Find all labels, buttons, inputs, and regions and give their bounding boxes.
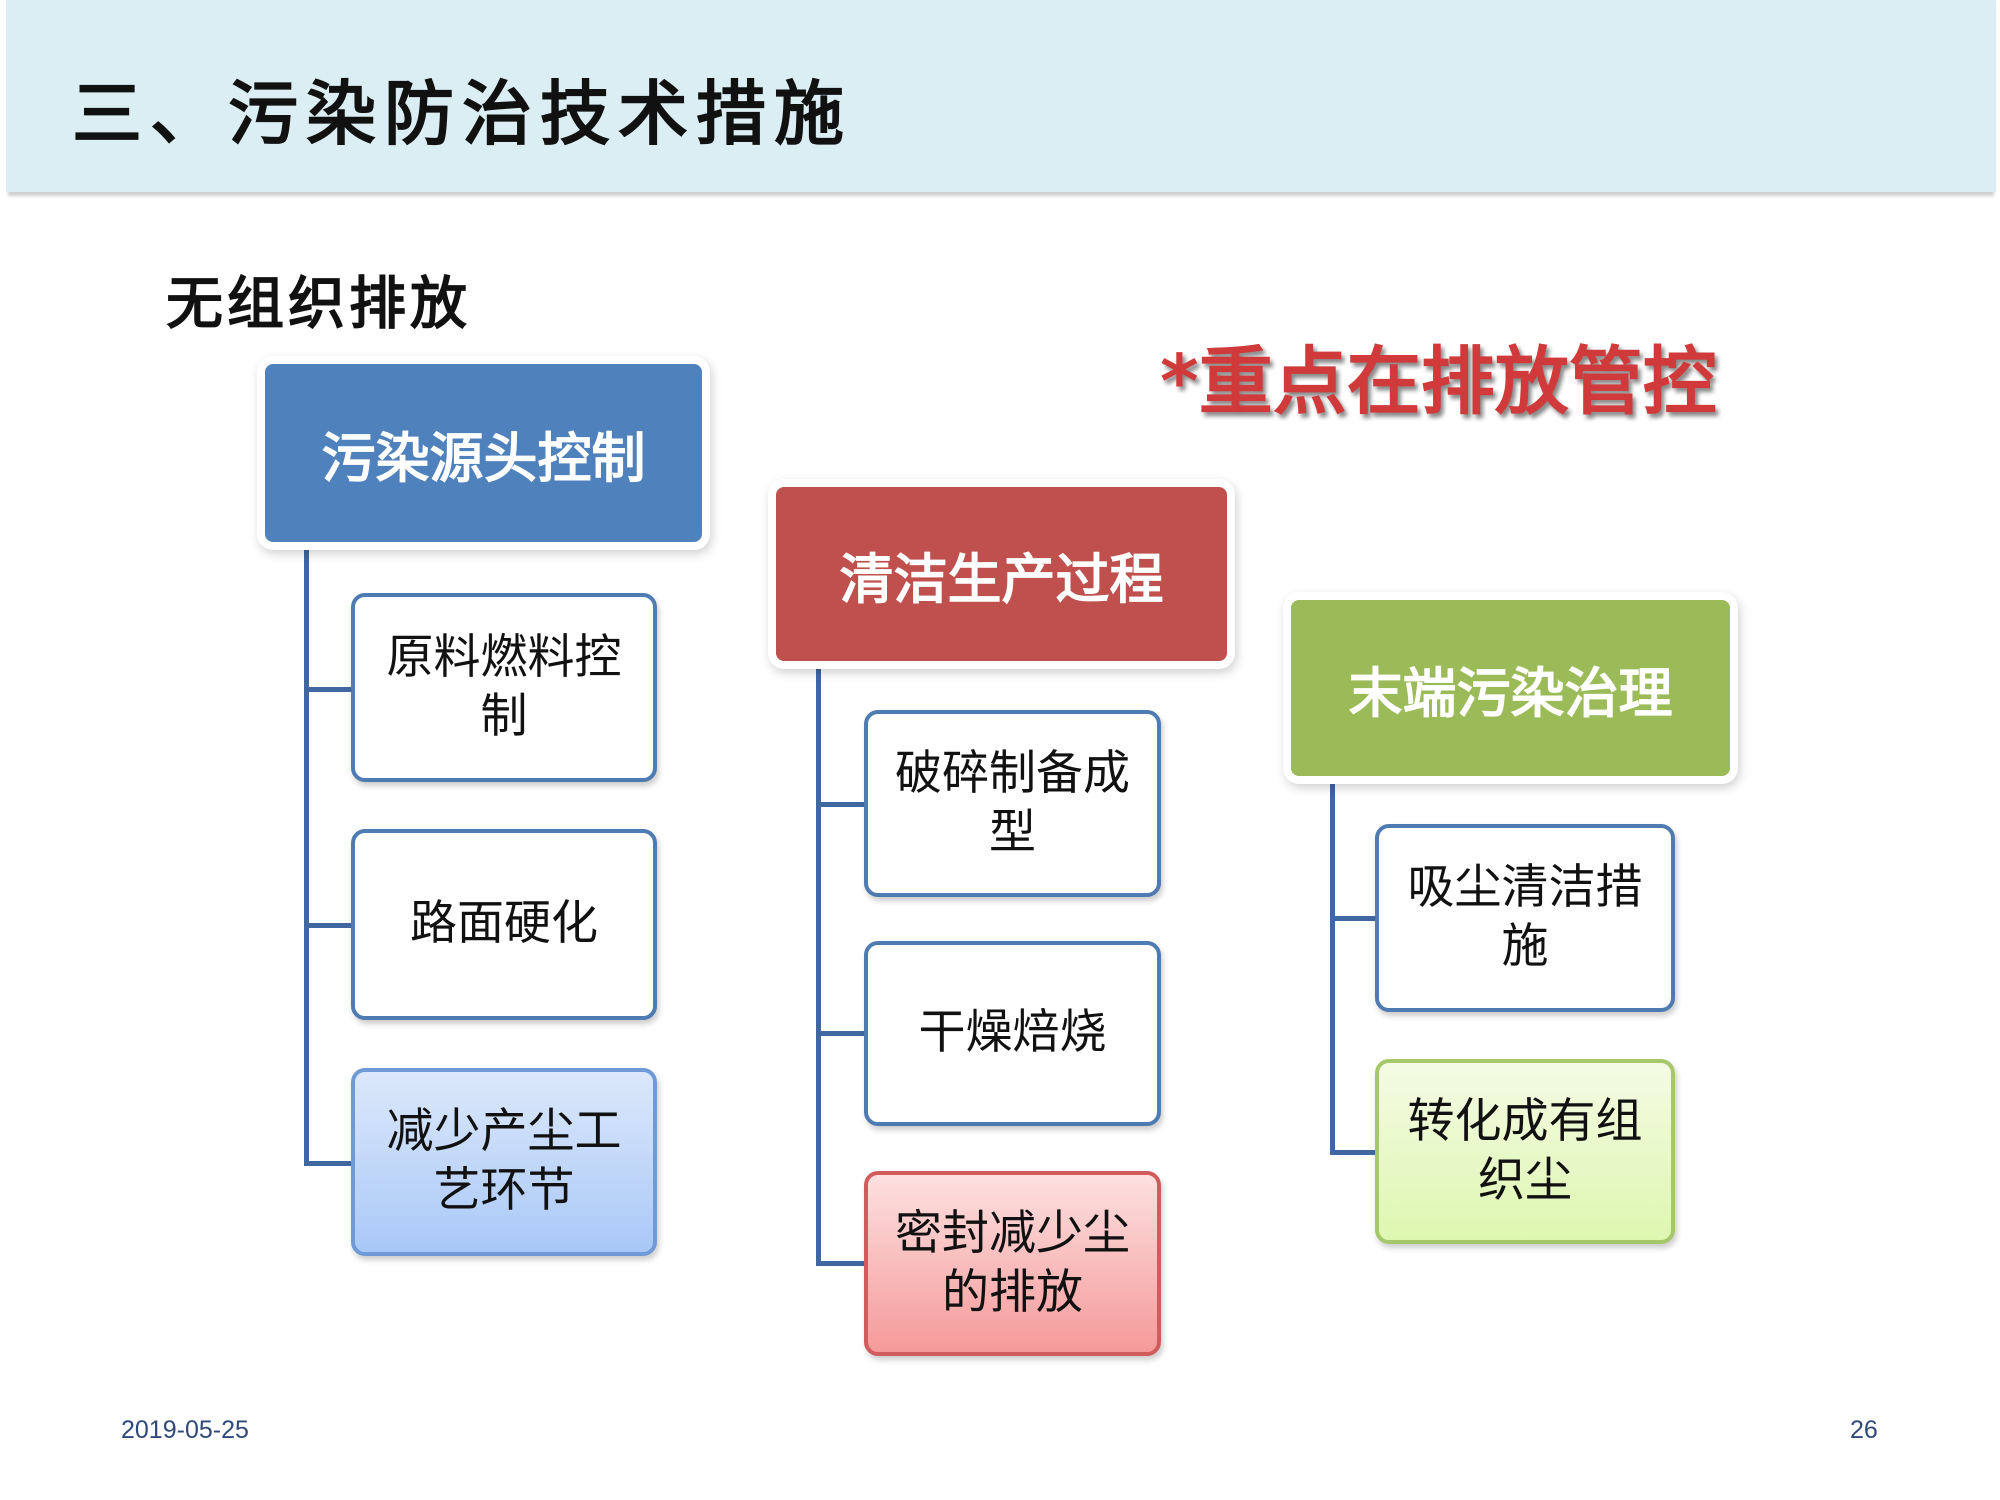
connector-arm: [1330, 916, 1377, 921]
group-header-source-control: 污染源头控制: [265, 364, 702, 542]
connector-arm: [304, 923, 352, 928]
section-subtitle: 无组织排放: [166, 270, 471, 337]
item-convert-organized-dust: 转化成有组织尘: [1375, 1059, 1675, 1244]
title-banner: [6, 0, 1996, 192]
connector-line: [304, 542, 309, 1166]
connector-arm: [304, 1161, 352, 1166]
item-crushing-forming: 破碎制备成型: [864, 710, 1161, 897]
group-header-end-treatment: 末端污染治理: [1291, 600, 1730, 776]
connector-arm: [816, 802, 866, 807]
item-road-hardening: 路面硬化: [351, 829, 657, 1020]
item-reduce-dust-process: 减少产尘工艺环节: [351, 1068, 657, 1256]
highlight-note: *重点在排放管控: [1160, 339, 1717, 425]
page-number: 26: [1850, 1416, 1878, 1444]
item-seal-reduce-dust: 密封减少尘的排放: [864, 1171, 1161, 1356]
item-drying-firing: 干燥焙烧: [864, 941, 1161, 1126]
connector-arm: [1330, 1150, 1377, 1155]
connector-arm: [304, 687, 352, 692]
page-title: 三、污染防治技术措施: [72, 72, 852, 155]
item-raw-fuel-control: 原料燃料控制: [351, 593, 657, 782]
group-header-clean-production: 清洁生产过程: [776, 487, 1227, 661]
connector-line: [1330, 776, 1335, 1154]
connector-line: [816, 661, 821, 1265]
connector-arm: [816, 1261, 866, 1266]
footer-date: 2019-05-25: [121, 1416, 249, 1444]
connector-arm: [816, 1031, 866, 1036]
item-dust-suction: 吸尘清洁措施: [1375, 824, 1675, 1012]
